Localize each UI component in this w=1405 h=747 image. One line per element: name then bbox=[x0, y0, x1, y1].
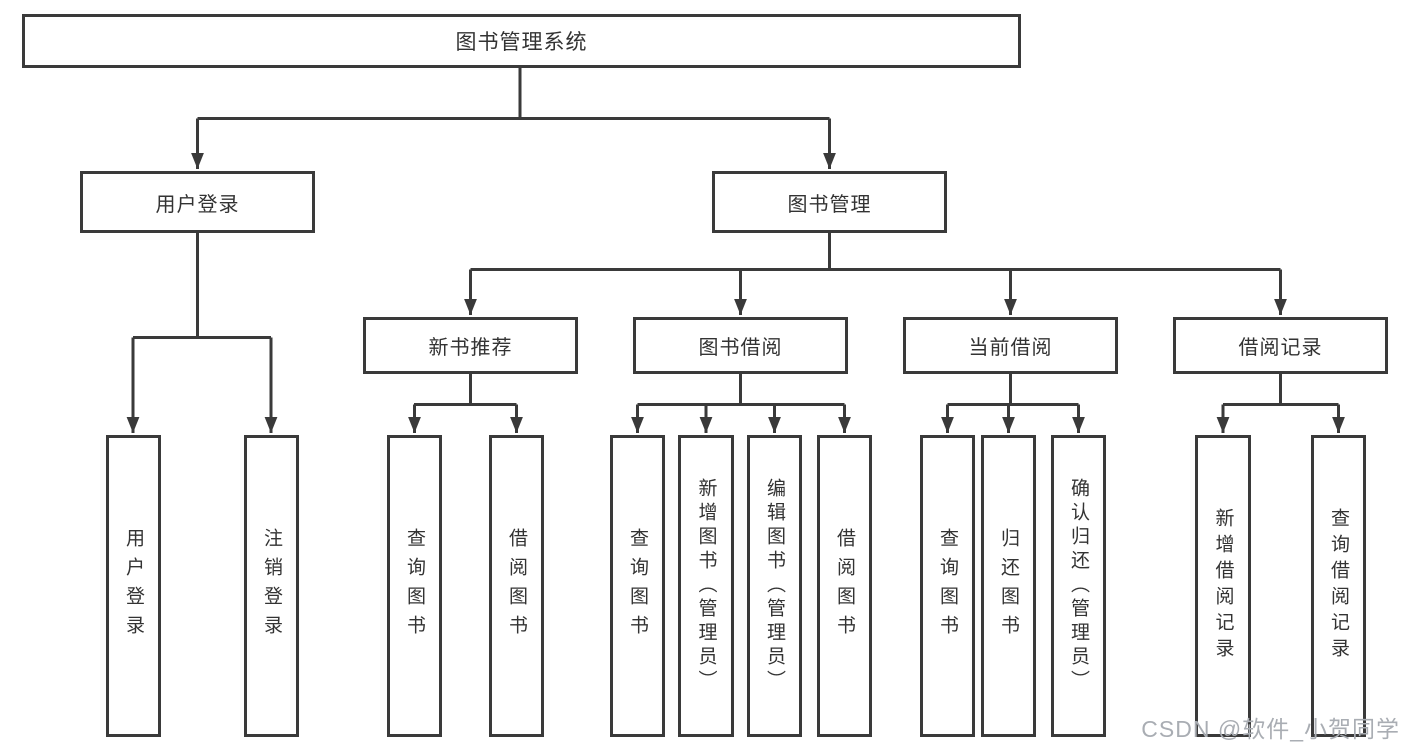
node-book-borrowing: 图书借阅 bbox=[633, 317, 848, 374]
node-leaf-query-books-borrow: 查询图书 bbox=[610, 435, 665, 737]
leaf-label: 查询图书 bbox=[937, 528, 958, 644]
node-current-borrowing: 当前借阅 bbox=[903, 317, 1118, 374]
node-leaf-borrow-books-recommend: 借阅图书 bbox=[489, 435, 544, 737]
leaf-label: 查询图书 bbox=[627, 528, 648, 644]
node-leaf-return-book: 归还图书 bbox=[981, 435, 1036, 737]
node-leaf-add-borrow-record: 新增借阅记录 bbox=[1195, 435, 1251, 737]
arrow-connectors bbox=[126, 118, 1345, 433]
leaf-label: 查询借阅记录 bbox=[1328, 508, 1349, 664]
node-user-login-group: 用户登录 bbox=[80, 171, 315, 233]
node-leaf-confirm-return-admin: 确认归还（管理员） bbox=[1051, 435, 1106, 737]
node-borrowing-records: 借阅记录 bbox=[1173, 317, 1388, 374]
leaf-label: 借阅图书 bbox=[834, 528, 855, 644]
node-library-management-system: 图书管理系统 bbox=[22, 14, 1021, 68]
leaf-label: 归还图书 bbox=[998, 528, 1019, 644]
leaf-label: 借阅图书 bbox=[506, 528, 527, 644]
node-book-management-group: 图书管理 bbox=[712, 171, 947, 233]
node-leaf-borrow-books: 借阅图书 bbox=[817, 435, 872, 737]
leaf-label: 编辑图书（管理员） bbox=[764, 478, 785, 694]
tree-trunk-lines bbox=[133, 68, 1339, 406]
leaf-label: 注销登录 bbox=[261, 528, 282, 644]
node-leaf-add-book-admin: 新增图书（管理员） bbox=[678, 435, 734, 737]
csdn-watermark: CSDN @软件_小贺同学 bbox=[1141, 716, 1400, 742]
node-leaf-logout: 注销登录 bbox=[244, 435, 299, 737]
leaf-label: 用户登录 bbox=[123, 528, 144, 644]
node-leaf-query-borrow-record: 查询借阅记录 bbox=[1311, 435, 1366, 737]
leaf-label: 确认归还（管理员） bbox=[1068, 478, 1089, 694]
node-leaf-user-login: 用户登录 bbox=[106, 435, 161, 737]
leaf-label: 新增图书（管理员） bbox=[695, 478, 717, 694]
leaf-label: 查询图书 bbox=[404, 528, 425, 644]
node-leaf-edit-book-admin: 编辑图书（管理员） bbox=[747, 435, 802, 737]
node-new-book-recommendation: 新书推荐 bbox=[363, 317, 578, 374]
node-leaf-query-books-recommend: 查询图书 bbox=[387, 435, 442, 737]
node-leaf-query-books-current: 查询图书 bbox=[920, 435, 975, 737]
leaf-label: 新增借阅记录 bbox=[1212, 508, 1234, 664]
